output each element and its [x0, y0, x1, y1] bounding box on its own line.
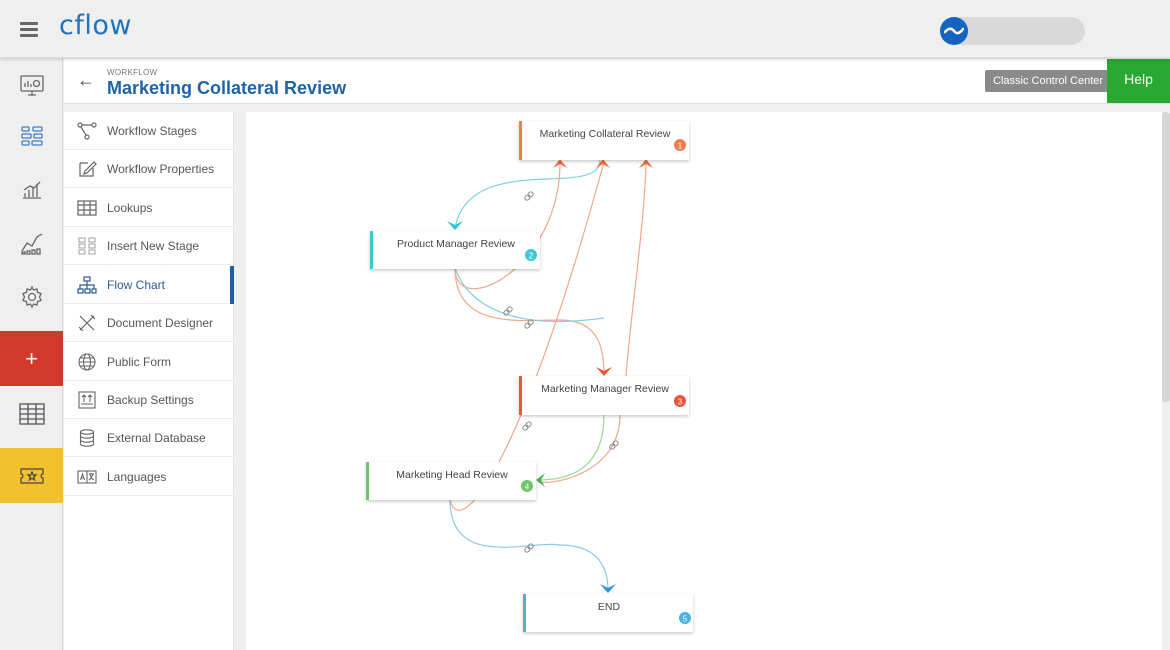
svg-text:5: 5 [683, 615, 688, 624]
globe-icon [77, 352, 97, 372]
workflow-settings-menu: Workflow Stages Workflow Properties Look… [64, 112, 234, 650]
stage-node-marketing-head-review[interactable]: Marketing Head Review 4 [366, 462, 536, 500]
svg-text:Product Manager Review: Product Manager Review [397, 238, 515, 250]
design-tools-icon [77, 313, 97, 333]
menu-item-label: Flow Chart [107, 277, 166, 292]
menu-item-lookups[interactable]: Lookups [64, 189, 234, 227]
top-bar: cflow [0, 0, 1170, 58]
menu-item-label: Insert New Stage [107, 238, 200, 253]
menu-item-document-designer[interactable]: Document Designer [64, 304, 234, 342]
cflow-logo[interactable]: cflow [59, 10, 132, 41]
workflow-stages-icon [77, 121, 97, 141]
menu-item-label: External Database [107, 430, 206, 445]
flow-chart-icon [77, 275, 97, 295]
menu-item-insert-new-stage[interactable]: Insert New Stage [64, 227, 234, 265]
menu-item-label: Lookups [107, 200, 153, 215]
stage-node-end[interactable]: END 5 [523, 594, 693, 632]
svg-text:Marketing Manager Review: Marketing Manager Review [541, 383, 669, 395]
menu-item-backup-settings[interactable]: Backup Settings [64, 381, 234, 419]
svg-text:Marketing Collateral Review: Marketing Collateral Review [540, 128, 671, 140]
svg-text:2: 2 [529, 252, 534, 261]
help-button[interactable]: Help [1107, 59, 1170, 103]
languages-icon [77, 467, 97, 487]
dashboard-icon[interactable] [0, 58, 63, 113]
menu-item-flow-chart[interactable]: Flow Chart [64, 266, 234, 304]
menu-item-label: Languages [107, 469, 167, 484]
insert-stage-icon [77, 236, 97, 256]
settings-gear-icon[interactable] [0, 269, 63, 324]
svg-text:1: 1 [678, 142, 683, 151]
hamburger-menu-icon[interactable] [20, 22, 38, 37]
menu-item-label: Public Form [107, 354, 172, 369]
svg-text:4: 4 [525, 483, 530, 492]
workflow-header: ← WORKFLOW Marketing Collateral Review C… [64, 59, 1170, 104]
user-avatar[interactable] [940, 17, 968, 45]
menu-item-public-form[interactable]: Public Form [64, 343, 234, 381]
stage-node-marketing-manager-review[interactable]: Marketing Manager Review 3 [519, 376, 689, 415]
back-arrow-icon[interactable]: ← [77, 70, 95, 90]
menu-item-label: Document Designer [107, 315, 214, 330]
menu-item-label: Workflow Stages [107, 123, 197, 138]
svg-text:END: END [598, 601, 621, 613]
analytics-icon[interactable] [0, 215, 63, 270]
edit-icon [77, 159, 97, 179]
classic-control-center-button[interactable]: Classic Control Center [985, 70, 1112, 92]
backup-icon [77, 390, 97, 410]
database-icon [77, 428, 97, 448]
canvas-scrollbar[interactable] [1162, 112, 1170, 402]
stage-node-product-manager-review[interactable]: Product Manager Review 2 [370, 231, 540, 269]
add-button[interactable]: + [0, 331, 63, 386]
workflows-icon[interactable] [0, 108, 63, 163]
stage-node-marketing-collateral-review[interactable]: Marketing Collateral Review 1 [519, 121, 689, 160]
flow-chart-canvas[interactable] [246, 112, 1162, 650]
menu-item-workflow-stages[interactable]: Workflow Stages [64, 112, 234, 150]
svg-text:Marketing Head Review: Marketing Head Review [396, 469, 508, 481]
svg-text:3: 3 [678, 398, 683, 407]
menu-item-label: Backup Settings [107, 392, 194, 407]
reports-icon[interactable] [0, 162, 63, 217]
menu-item-languages[interactable]: Languages [64, 458, 234, 496]
header-kicker: WORKFLOW [107, 68, 158, 77]
icon-rail: + [0, 58, 63, 650]
grid-table-icon[interactable] [0, 386, 63, 441]
menu-item-label: Workflow Properties [107, 161, 215, 176]
table-icon [77, 198, 97, 218]
menu-item-external-database[interactable]: External Database [64, 419, 234, 457]
menu-item-workflow-properties[interactable]: Workflow Properties [64, 150, 234, 188]
page-title: Marketing Collateral Review [107, 78, 347, 98]
favorites-icon[interactable] [0, 448, 63, 503]
